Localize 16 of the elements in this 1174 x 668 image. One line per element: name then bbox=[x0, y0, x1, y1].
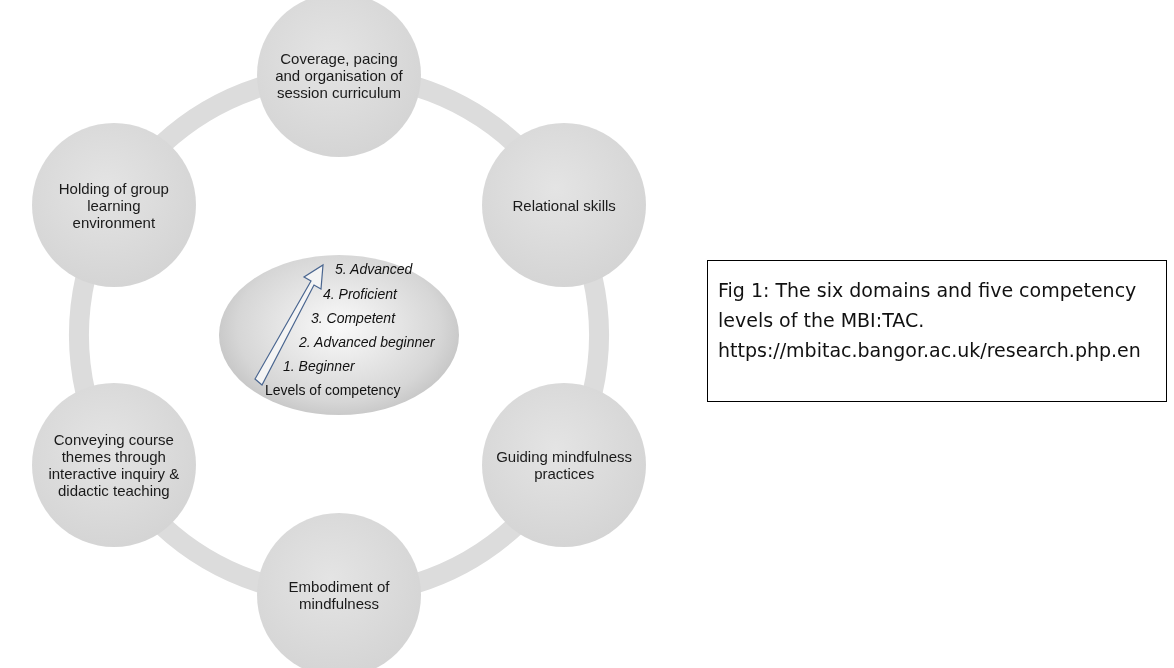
domain-label: Conveying course themes through interactive inquiry & didactic teaching bbox=[47, 431, 181, 499]
level-label: 1. Beginner bbox=[283, 358, 355, 374]
caption-box bbox=[707, 260, 1167, 402]
domain-label: Embodiment of mindfulness bbox=[287, 578, 391, 612]
domain-label: Guiding mindfulness practices bbox=[495, 448, 634, 482]
caption-text: Fig 1: The six domains and five competency levels of the MBI:TAC. https://mbitac.bangor.ac.uk/research.php.en bbox=[718, 278, 1142, 363]
domain-label: Relational skills bbox=[511, 196, 617, 214]
domain-label: Coverage, pacing and organisation of session curriculum bbox=[274, 49, 404, 101]
ellipse-heading: Levels of competency bbox=[265, 382, 401, 398]
ring-segment bbox=[69, 275, 96, 395]
domain-label: Holding of group learning environment bbox=[57, 179, 170, 231]
ring-segment bbox=[582, 275, 609, 395]
level-label: 5. Advanced bbox=[335, 261, 413, 277]
level-label: 3. Competent bbox=[311, 310, 396, 326]
level-label: 4. Proficient bbox=[323, 286, 397, 302]
level-label: 2. Advanced beginner bbox=[299, 334, 435, 350]
